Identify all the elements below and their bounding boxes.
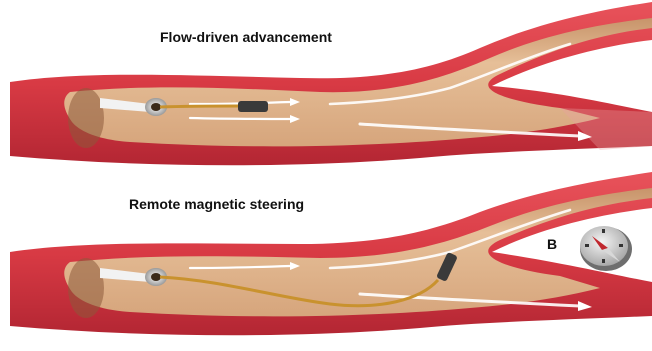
vessel-bottom [10,172,652,335]
magnet-tip-icon [238,101,268,112]
vessel-opening-bottom [68,258,104,318]
flow-arrow [190,118,290,119]
panel-title-flow: Flow-driven advancement [160,29,332,45]
catheter-wire-top [160,106,240,107]
vessel-top [10,2,652,165]
field-label: B [547,236,557,252]
panel-title-steering: Remote magnetic steering [129,196,304,212]
vessel-opening-top [68,88,104,148]
compass-icon [580,226,632,271]
